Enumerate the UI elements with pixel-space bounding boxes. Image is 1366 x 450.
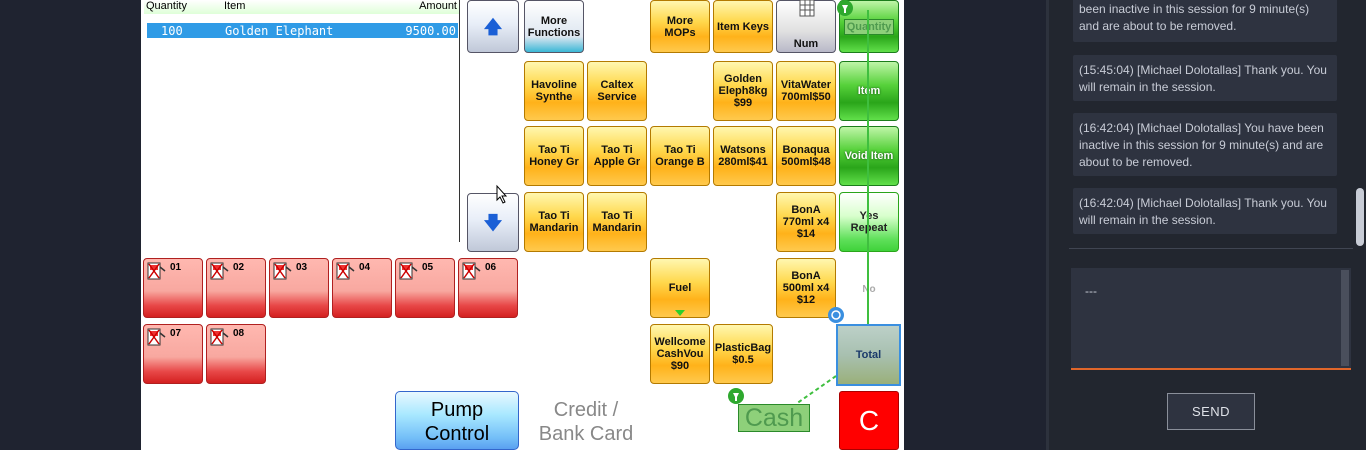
fuel-pump-icon	[210, 328, 229, 346]
order-row-quantity: 100	[161, 24, 183, 38]
pump-01-button[interactable]: 01	[143, 258, 203, 318]
void-item-button[interactable]: Void Item	[839, 126, 899, 186]
chat-scrollbar[interactable]	[1355, 0, 1365, 450]
scroll-down-button[interactable]: 🡇	[467, 193, 519, 252]
order-header: Quantity Item Amount	[144, 0, 459, 14]
send-button[interactable]: SEND	[1167, 393, 1255, 430]
order-row-selected[interactable]: 100 Golden Elephant 9500.00	[147, 23, 458, 38]
quantity-label: Quantity	[843, 18, 895, 35]
pump-06-button[interactable]: 06	[458, 258, 518, 318]
vitawater-button[interactable]: VitaWater 700ml$50	[776, 61, 836, 121]
bonaqua-button[interactable]: Bonaqua 500ml$48	[776, 126, 836, 186]
chat-divider	[1069, 248, 1353, 249]
pump-02-button[interactable]: 02	[206, 258, 266, 318]
quantity-button[interactable]: Quantity	[839, 0, 899, 53]
wellcome-cash-voucher-button[interactable]: Wellcome CashVou $90	[650, 324, 710, 384]
chat-scroll-thumb[interactable]	[1356, 188, 1364, 246]
fuel-pump-icon	[147, 328, 166, 346]
amount-column-header: Amount	[419, 0, 457, 12]
quantity-column-header: Quantity	[146, 0, 187, 12]
fuel-pump-icon	[336, 262, 355, 280]
chat-input-value: ---	[1085, 284, 1097, 298]
item-keys-button[interactable]: Item Keys	[713, 0, 773, 53]
pump-control-button[interactable]: Pump Control	[395, 391, 519, 450]
cash-button[interactable]: Cash	[738, 404, 810, 432]
pump-number: 04	[359, 262, 371, 273]
scroll-up-button[interactable]: 🡅	[467, 0, 519, 53]
pump-number: 03	[296, 262, 308, 273]
pump-number: 06	[485, 262, 497, 273]
chat-message: (15:45:04) [Michael Dolotallas] Thank yo…	[1073, 55, 1337, 101]
pump-number: 01	[170, 262, 182, 273]
num-label: Num	[793, 38, 819, 50]
item-column-header: Item	[224, 0, 246, 12]
bona-770ml-button[interactable]: BonA 770ml x4 $14	[776, 192, 836, 252]
more-functions-button[interactable]: More Functions	[524, 0, 584, 53]
taoti-orange-button[interactable]: Tao Ti Orange B	[650, 126, 710, 186]
pump-04-button[interactable]: 04	[332, 258, 392, 318]
fuel-pump-icon	[210, 262, 229, 280]
caltex-button[interactable]: Caltex Service	[587, 61, 647, 121]
pump-number: 07	[170, 328, 182, 339]
pump-07-button[interactable]: 07	[143, 324, 203, 384]
pump-05-button[interactable]: 05	[395, 258, 455, 318]
credit-bank-card-button[interactable]: Credit / Bank Card	[538, 399, 634, 445]
arrow-up-icon: 🡅	[483, 16, 503, 37]
fuel-pump-icon	[273, 262, 292, 280]
taoti-apple-button[interactable]: Tao Ti Apple Gr	[587, 126, 647, 186]
chat-panel: been inactive in this session for 9 minu…	[1046, 0, 1366, 450]
total-button[interactable]: Total	[836, 324, 901, 386]
no-button[interactable]: No	[862, 284, 876, 295]
chat-message: (16:42:04) [Michael Dolotallas] You have…	[1073, 113, 1337, 176]
taoti-mandarin-button-1[interactable]: Tao Ti Mandarin	[524, 192, 584, 252]
fuel-pump-icon	[147, 262, 166, 280]
yes-repeat-button[interactable]: Yes Repeat	[839, 192, 899, 252]
fuel-label: Fuel	[668, 282, 692, 294]
havoline-button[interactable]: Havoline Synthe	[524, 61, 584, 121]
pump-08-button[interactable]: 08	[206, 324, 266, 384]
pump-03-button[interactable]: 03	[269, 258, 329, 318]
order-row-item: Golden Elephant	[225, 24, 334, 38]
taoti-honey-button[interactable]: Tao Ti Honey Gr	[524, 126, 584, 186]
watsons-button[interactable]: Watsons 280ml$41	[713, 126, 773, 186]
fuel-pump-icon	[462, 262, 481, 280]
bona-500ml-button[interactable]: BonA 500ml x4 $12	[776, 258, 836, 318]
pump-number: 08	[233, 328, 245, 339]
arrow-down-icon: 🡇	[483, 212, 503, 233]
chat-input[interactable]: ---	[1071, 268, 1351, 370]
order-list: Quantity Item Amount 100 Golden Elephant…	[144, 0, 460, 242]
chat-message: been inactive in this session for 9 minu…	[1073, 0, 1337, 42]
order-row-amount: 9500.00	[405, 24, 456, 38]
pump-number: 02	[233, 262, 245, 273]
taoti-mandarin-button-2[interactable]: Tao Ti Mandarin	[587, 192, 647, 252]
pump-number: 05	[422, 262, 434, 273]
clear-button[interactable]: C	[839, 391, 899, 450]
num-button[interactable]: Num	[776, 0, 836, 53]
fuel-pump-icon	[399, 262, 418, 280]
chat-message: (16:42:04) [Michael Dolotallas] Thank yo…	[1073, 188, 1337, 234]
golden-elephant-button[interactable]: Golden Eleph8kg $99	[713, 61, 773, 121]
fuel-button[interactable]: Fuel	[650, 258, 710, 318]
more-mops-button[interactable]: More MOPs	[650, 0, 710, 53]
item-button[interactable]: Item	[839, 61, 899, 121]
plastic-bag-button[interactable]: PlasticBag $0.5	[713, 324, 773, 384]
chat-input-scrollbar[interactable]	[1341, 270, 1349, 366]
